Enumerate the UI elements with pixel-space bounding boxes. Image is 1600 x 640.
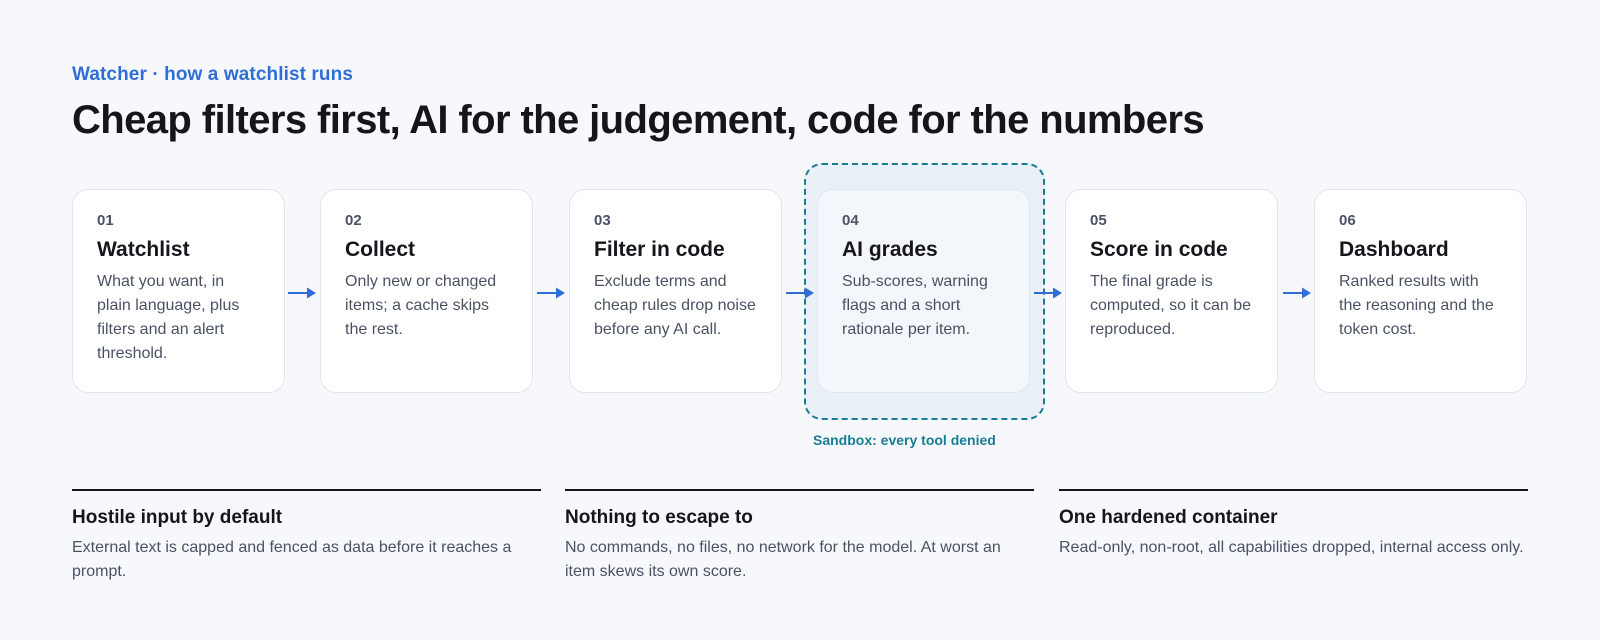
step-title: Collect [345,238,416,261]
step-number: 05 [1090,212,1107,229]
note-description: No commands, no files, no network for th… [565,539,1001,580]
step-card-dashboard: 06 Dashboard Ranked results with the rea… [1314,189,1527,393]
step-description: Exclude terms and cheap rules drop noise… [594,273,756,338]
step-description: Only new or changed items; a cache skips… [345,273,497,338]
step-description: Ranked results with the reasoning and th… [1339,273,1494,338]
arrow-right-icon [786,287,814,299]
step-number: 06 [1339,212,1356,229]
note-nothing-to-escape: Nothing to escape to No commands, no fil… [565,489,1034,584]
step-card-score-in-code: 05 Score in code The final grade is comp… [1065,189,1278,393]
note-title: One hardened container [1059,507,1278,528]
step-card-watchlist: 01 Watchlist What you want, in plain lan… [72,189,285,393]
step-number: 01 [97,212,114,229]
step-title: Filter in code [594,238,725,261]
step-number: 03 [594,212,611,229]
page-title: Cheap filters first, AI for the judgemen… [72,98,1205,142]
step-title: Dashboard [1339,238,1449,261]
step-card-collect: 02 Collect Only new or changed items; a … [320,189,533,393]
note-title: Nothing to escape to [565,507,753,528]
step-description: Sub-scores, warning flags and a short ra… [842,273,988,338]
sandbox-label: Sandbox: every tool denied [813,432,996,448]
arrow-right-icon [1034,287,1062,299]
step-title: AI grades [842,238,938,261]
note-description: Read-only, non-root, all capabilities dr… [1059,539,1524,556]
note-hardened-container: One hardened container Read-only, non-ro… [1059,489,1528,560]
eyebrow: Watcher · how a watchlist runs [72,64,354,85]
step-title: Watchlist [97,238,190,261]
step-description: What you want, in plain language, plus f… [97,273,240,362]
arrow-right-icon [1283,287,1311,299]
step-number: 02 [345,212,362,229]
arrow-right-icon [537,287,565,299]
step-title: Score in code [1090,238,1228,261]
arrow-right-icon [288,287,316,299]
note-hostile-input: Hostile input by default External text i… [72,489,541,584]
step-card-filter-in-code: 03 Filter in code Exclude terms and chea… [569,189,782,393]
step-number: 04 [842,212,859,229]
step-description: The final grade is computed, so it can b… [1090,273,1251,338]
step-card-ai-grades: 04 AI grades Sub-scores, warning flags a… [817,189,1030,393]
note-title: Hostile input by default [72,507,283,528]
note-description: External text is capped and fenced as da… [72,539,512,580]
